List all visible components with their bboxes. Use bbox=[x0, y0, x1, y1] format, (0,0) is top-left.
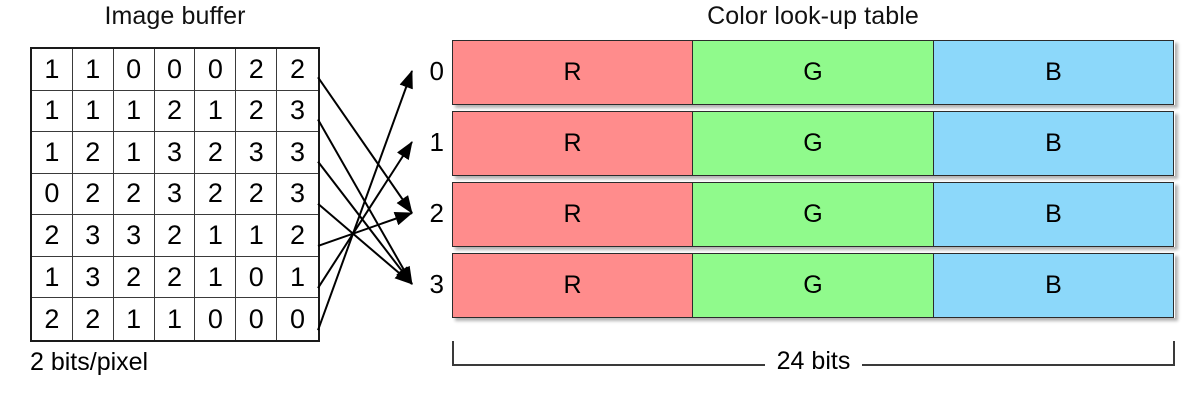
mapping-arrow bbox=[317, 160, 413, 285]
pixel-cell: 1 bbox=[72, 49, 114, 91]
pixel-cell: 1 bbox=[32, 90, 73, 133]
bits-per-pixel-label: 2 bits/pixel bbox=[30, 348, 149, 376]
pixel-cell: 2 bbox=[32, 298, 73, 340]
pixel-cell: 2 bbox=[195, 132, 237, 174]
pixel-cell: 1 bbox=[236, 215, 278, 257]
palette-index-3: 3 bbox=[429, 269, 444, 299]
pixel-cell: 0 bbox=[195, 49, 237, 91]
pixel-cell: 2 bbox=[72, 132, 114, 174]
pixel-cell: 3 bbox=[154, 173, 196, 216]
pixel-cell: 2 bbox=[32, 215, 73, 257]
clut-cell-r: R bbox=[452, 40, 693, 105]
clut-cell-b: B bbox=[933, 253, 1174, 318]
pixel-cell: 1 bbox=[32, 256, 73, 299]
pixel-cell: 3 bbox=[72, 215, 114, 257]
pixel-cell: 0 bbox=[236, 298, 278, 340]
pixel-cell: 1 bbox=[277, 257, 318, 299]
mapping-arrow bbox=[317, 70, 413, 331]
pixel-cell: 0 bbox=[113, 49, 155, 91]
mapping-arrow bbox=[317, 212, 413, 247]
palette-index-0: 0 bbox=[429, 56, 444, 86]
clut-cell-g: G bbox=[692, 182, 934, 247]
pixel-cell: 2 bbox=[154, 215, 196, 257]
pixel-cell: 1 bbox=[32, 132, 73, 174]
pixel-cell: 3 bbox=[277, 174, 318, 216]
pixel-cell: 3 bbox=[236, 132, 278, 174]
mapping-arrow bbox=[317, 76, 413, 214]
pixel-cell: 2 bbox=[113, 173, 155, 216]
pixel-cell: 2 bbox=[236, 173, 278, 216]
pixel-cell: 1 bbox=[32, 49, 73, 91]
clut-cell-g: G bbox=[692, 253, 934, 318]
pixel-cell: 0 bbox=[154, 49, 196, 91]
pixel-cell: 1 bbox=[113, 90, 155, 133]
clut-width-bracket: 24 bits bbox=[452, 341, 1175, 375]
image-buffer-title: Image buffer bbox=[104, 2, 246, 30]
pixel-cell: 2 bbox=[236, 49, 278, 91]
pixel-cell: 2 bbox=[154, 256, 196, 299]
pixel-cell: 2 bbox=[236, 90, 278, 133]
pixel-cell: 1 bbox=[195, 256, 237, 299]
mapping-arrow bbox=[317, 119, 413, 285]
clut-width-label: 24 bits bbox=[452, 347, 1175, 376]
color-lookup-table-title: Color look-up table bbox=[707, 2, 919, 30]
pixel-cell: 2 bbox=[73, 298, 114, 340]
pixel-cell: 2 bbox=[154, 90, 196, 133]
pixel-cell: 1 bbox=[195, 215, 237, 257]
clut-cell-b: B bbox=[933, 40, 1174, 105]
pixel-cell: 3 bbox=[277, 132, 318, 174]
pixel-cell: 1 bbox=[113, 132, 155, 174]
pixel-cell: 1 bbox=[72, 90, 114, 133]
bracket-tick-right bbox=[1173, 341, 1175, 365]
mapping-arrow bbox=[317, 141, 413, 289]
pixel-cell: 1 bbox=[114, 298, 155, 340]
clut-cell-b: B bbox=[933, 111, 1174, 176]
clut-cell-g: G bbox=[692, 40, 934, 105]
pixel-cell: 2 bbox=[277, 49, 318, 91]
mapping-arrow bbox=[317, 203, 413, 285]
pixel-cell: 2 bbox=[72, 173, 114, 216]
pixel-cell: 0 bbox=[236, 256, 278, 299]
pixel-cell: 2 bbox=[195, 173, 237, 216]
pixel-cell: 2 bbox=[113, 256, 155, 299]
pixel-cell: 0 bbox=[195, 298, 237, 340]
clut-cell-b: B bbox=[933, 182, 1174, 247]
clut-width-text: 24 bits bbox=[764, 347, 863, 375]
clut-cell-r: R bbox=[452, 253, 693, 318]
pixel-cell: 1 bbox=[155, 298, 196, 340]
pixel-cell: 0 bbox=[32, 173, 73, 216]
pixel-cell: 3 bbox=[277, 91, 318, 133]
pixel-cell: 2 bbox=[277, 215, 318, 257]
bracket-tick-left bbox=[452, 341, 454, 365]
pixel-cell: 1 bbox=[195, 90, 237, 133]
pixel-cell: 3 bbox=[113, 215, 155, 257]
palette-index-1: 1 bbox=[429, 127, 444, 157]
pixel-cell: 3 bbox=[154, 132, 196, 174]
pixel-cell: 3 bbox=[72, 256, 114, 299]
pixel-cell: 0 bbox=[290, 303, 306, 334]
clut-cell-r: R bbox=[452, 182, 693, 247]
clut-cell-g: G bbox=[692, 111, 934, 176]
clut-cell-r: R bbox=[452, 111, 693, 176]
palette-index-2: 2 bbox=[429, 198, 444, 228]
